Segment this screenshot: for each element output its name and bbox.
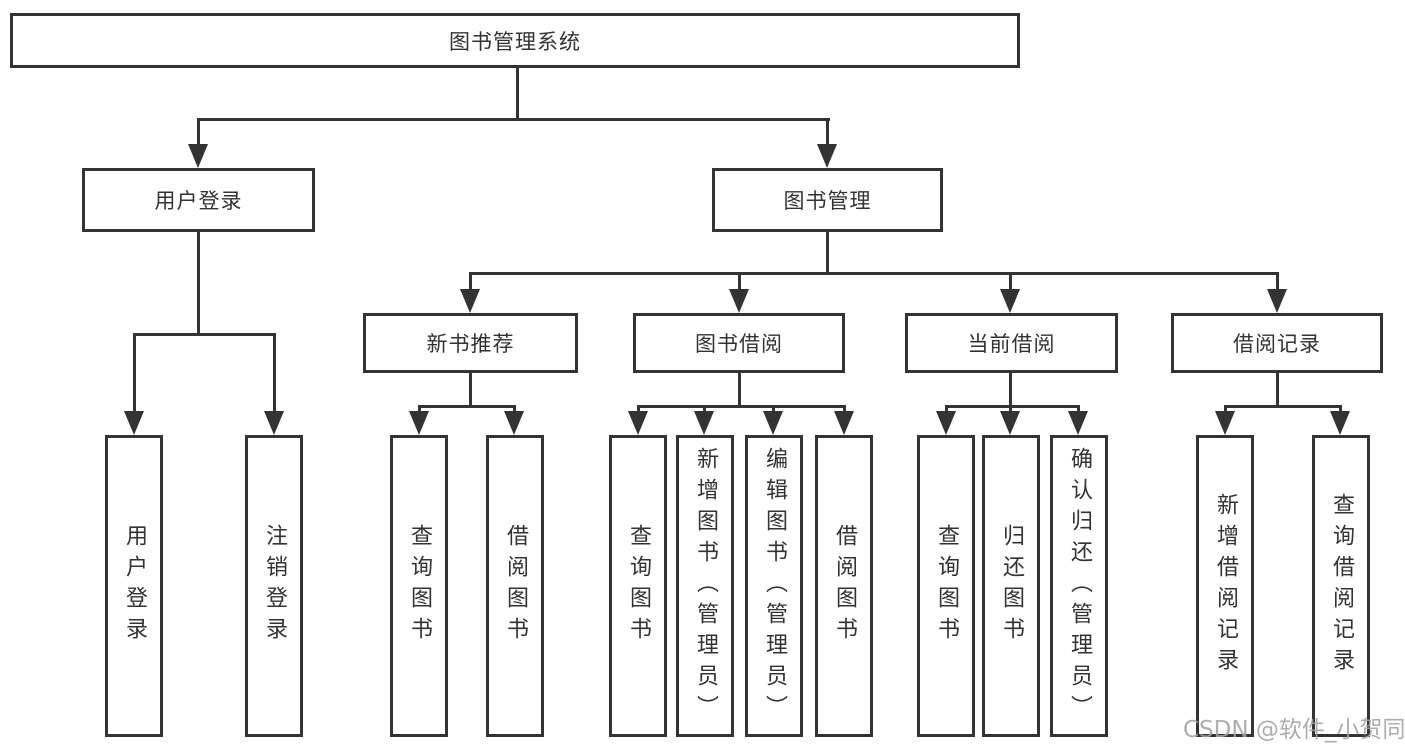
connector-drop <box>513 405 516 415</box>
arrow-down-icon <box>729 289 749 313</box>
leaf-edit-book: 编辑图书（管理员） <box>745 435 803 737</box>
leaf-borrow-book-borrow-label: 借阅图书 <box>832 524 857 648</box>
arrow-down-icon <box>936 411 956 435</box>
node-book-mgmt-label: 图书管理 <box>783 189 872 213</box>
leaf-return-book: 归还图书 <box>982 435 1040 737</box>
arrow-down-icon <box>628 411 648 435</box>
leaf-user-login: 用户登录 <box>105 435 163 737</box>
arrow-down-icon <box>763 411 783 435</box>
arrow-down-icon <box>264 411 284 435</box>
node-root-label: 图书管理系统 <box>449 29 581 54</box>
connector-drop <box>703 405 706 415</box>
connector-new-book-rec-stem <box>469 373 472 405</box>
connector-drop <box>945 405 948 415</box>
connector-drop <box>1009 405 1012 415</box>
node-user-login: 用户登录 <box>82 168 315 232</box>
connector-borrow-records-stem <box>1276 373 1279 405</box>
node-current-borrow: 当前借阅 <box>905 313 1118 373</box>
leaf-borrow-book-rec: 借阅图书 <box>486 435 544 737</box>
arrow-down-icon <box>409 411 429 435</box>
arrow-down-icon <box>1000 289 1020 313</box>
arrow-down-icon <box>188 144 208 168</box>
leaf-add-book: 新增图书（管理员） <box>676 435 734 737</box>
connector-root-stem <box>516 68 519 120</box>
connector-drop-leaf-logout <box>273 333 276 413</box>
node-borrow-records: 借阅记录 <box>1171 313 1383 373</box>
leaf-add-book-label: 新增图书（管理员） <box>693 446 718 726</box>
node-book-borrow-label: 图书借阅 <box>695 332 783 356</box>
connector-root-bus <box>197 118 830 121</box>
connector-borrow-records-bus <box>1224 405 1342 408</box>
leaf-add-borrow-record: 新增借阅记录 <box>1196 435 1254 737</box>
leaf-add-borrow-record-label: 新增借阅记录 <box>1213 493 1238 679</box>
leaf-logout-label: 注销登录 <box>262 524 287 648</box>
leaf-logout: 注销登录 <box>245 435 303 737</box>
connector-user-login-stem <box>197 232 200 333</box>
leaf-query-book-borrow-label: 查询图书 <box>626 524 651 648</box>
csdn-watermark: CSDN @软件_小贺同学 <box>1183 717 1405 743</box>
arrow-down-icon <box>1330 411 1350 435</box>
node-current-borrow-label: 当前借阅 <box>967 332 1056 356</box>
arrow-down-icon <box>694 411 714 435</box>
connector-drop-new-book-rec <box>469 272 472 292</box>
connector-drop <box>1339 405 1342 415</box>
connector-drop-leaf-user-login <box>133 333 136 413</box>
leaf-query-borrow-record: 查询借阅记录 <box>1312 435 1370 737</box>
connector-current-borrow-stem <box>1009 373 1012 405</box>
leaf-query-book-current-label: 查询图书 <box>934 524 959 648</box>
leaf-query-borrow-record-label: 查询借阅记录 <box>1329 493 1354 679</box>
leaf-user-login-label: 用户登录 <box>122 524 147 648</box>
node-root: 图书管理系统 <box>10 13 1020 68</box>
connector-book-mgmt-stem <box>826 232 829 272</box>
arrow-down-icon <box>1267 289 1287 313</box>
connector-user-login-bus <box>133 333 276 336</box>
arrow-down-icon <box>1000 411 1020 435</box>
connector-drop <box>772 405 775 415</box>
connector-book-borrow-bus <box>637 405 846 408</box>
arrow-down-icon <box>1068 411 1088 435</box>
leaf-borrow-book-borrow: 借阅图书 <box>815 435 873 737</box>
leaf-query-book-current: 查询图书 <box>917 435 975 737</box>
connector-drop-user-login <box>197 118 200 148</box>
connector-drop <box>843 405 846 415</box>
connector-book-mgmt-bus <box>469 272 1278 275</box>
node-new-book-rec: 新书推荐 <box>363 313 578 373</box>
leaf-edit-book-label: 编辑图书（管理员） <box>762 446 787 726</box>
connector-book-borrow-stem <box>738 373 741 405</box>
node-borrow-records-label: 借阅记录 <box>1233 332 1321 356</box>
connector-drop-book-mgmt <box>826 118 829 148</box>
connector-drop <box>418 405 421 415</box>
arrow-down-icon <box>817 144 837 168</box>
connector-new-book-rec-bus <box>418 405 516 408</box>
arrow-down-icon <box>1215 411 1235 435</box>
leaf-query-book-borrow: 查询图书 <box>609 435 667 737</box>
leaf-borrow-book-rec-label: 借阅图书 <box>503 524 528 648</box>
leaf-confirm-return: 确认归还（管理员） <box>1050 435 1108 737</box>
arrow-down-icon <box>124 411 144 435</box>
connector-drop-current-borrow <box>1009 272 1012 292</box>
leaf-query-book-rec-label: 查询图书 <box>407 524 432 648</box>
node-user-login-label: 用户登录 <box>154 189 243 213</box>
leaf-return-book-label: 归还图书 <box>999 524 1024 648</box>
node-new-book-rec-label: 新书推荐 <box>426 332 515 356</box>
arrow-down-icon <box>834 411 854 435</box>
connector-drop-borrow-records <box>1276 272 1279 292</box>
arrow-down-icon <box>460 289 480 313</box>
connector-drop <box>637 405 640 415</box>
node-book-borrow: 图书借阅 <box>633 313 845 373</box>
connector-drop <box>1077 405 1080 415</box>
leaf-confirm-return-label: 确认归还（管理员） <box>1067 446 1092 726</box>
node-book-mgmt: 图书管理 <box>712 168 943 232</box>
arrow-down-icon <box>504 411 524 435</box>
leaf-query-book-rec: 查询图书 <box>390 435 448 737</box>
connector-drop-book-borrow <box>738 272 741 292</box>
connector-current-borrow-bus <box>945 405 1080 408</box>
connector-drop <box>1224 405 1227 415</box>
